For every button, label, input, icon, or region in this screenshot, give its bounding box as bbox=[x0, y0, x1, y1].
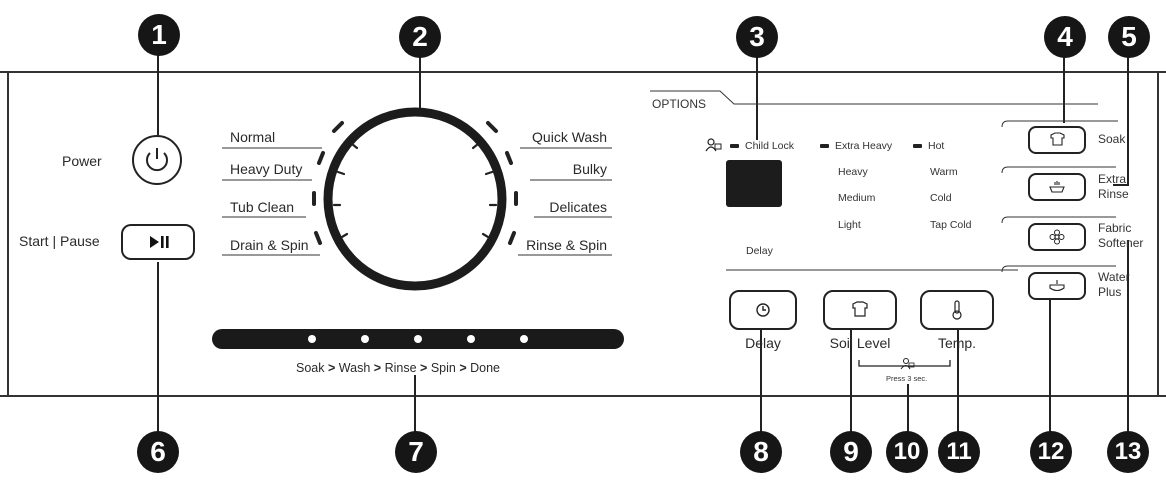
temp-level-cold: Cold bbox=[930, 192, 952, 204]
play-pause-icon bbox=[150, 236, 169, 248]
delay-button-label: Delay bbox=[745, 335, 781, 351]
shirt-icon bbox=[852, 301, 868, 317]
combo-lock-icon bbox=[900, 356, 916, 375]
start-pause-label: Start | Pause bbox=[19, 233, 100, 249]
stage-rinse: Rinse bbox=[384, 361, 417, 375]
soak-label: Soak bbox=[1098, 132, 1125, 147]
temp-level-warm: Warm bbox=[930, 166, 958, 178]
callout-5: 5 bbox=[1108, 16, 1150, 58]
soil-extra-heavy: Extra Heavy bbox=[820, 140, 892, 152]
stage-separator: > bbox=[459, 361, 467, 375]
display-delay-label: Delay bbox=[746, 245, 773, 257]
child-lock-label: Child Lock bbox=[745, 140, 795, 152]
temp-led bbox=[913, 144, 922, 149]
stage-spin: Spin bbox=[430, 361, 456, 375]
callout-12: 12 bbox=[1030, 431, 1072, 473]
temp-button-label: Temp. bbox=[937, 335, 977, 351]
cycle-quick-wash[interactable]: Quick Wash bbox=[532, 129, 607, 145]
callout-2: 2 bbox=[399, 16, 441, 58]
temp-hot: Hot bbox=[913, 140, 944, 152]
callout-3: 3 bbox=[736, 16, 778, 58]
power-label: Power bbox=[62, 153, 102, 169]
extra-rinse-button[interactable] bbox=[1028, 173, 1086, 201]
callout-1: 1 bbox=[138, 14, 180, 56]
callout-4: 4 bbox=[1044, 16, 1086, 58]
water-plus-line2: Plus bbox=[1098, 285, 1122, 299]
options-header-line bbox=[650, 90, 1098, 105]
temp-level-hot: Hot bbox=[928, 140, 945, 152]
stage-separator: > bbox=[373, 361, 382, 375]
callout-10: 10 bbox=[886, 431, 928, 473]
panel-outline bbox=[0, 71, 1166, 397]
cycle-underlines bbox=[222, 147, 612, 256]
stage-soak: Soak bbox=[296, 361, 325, 375]
water-plus-icon bbox=[1049, 280, 1065, 292]
dial-inner-marks bbox=[332, 142, 498, 239]
cycle-drain-spin[interactable]: Drain & Spin bbox=[230, 237, 309, 253]
callout-9: 9 bbox=[830, 431, 872, 473]
fabric-softener-line1: Fabric bbox=[1098, 221, 1132, 235]
soil-level-extra-heavy: Extra Heavy bbox=[835, 140, 893, 152]
right-option-lines bbox=[1001, 120, 1118, 273]
delay-button[interactable] bbox=[729, 290, 797, 330]
cycle-dial bbox=[323, 107, 507, 291]
stage-separator: > bbox=[420, 361, 428, 375]
soil-level-medium: Medium bbox=[838, 192, 876, 204]
stage-wash: Wash bbox=[338, 361, 371, 375]
child-lock-indicator: Child Lock bbox=[730, 140, 794, 152]
water-plus-button[interactable] bbox=[1028, 272, 1086, 300]
callout-leaders bbox=[157, 50, 1129, 432]
options-header: OPTIONS bbox=[652, 97, 707, 111]
soil-level-heavy: Heavy bbox=[838, 166, 868, 178]
soak-icon bbox=[1050, 132, 1065, 146]
soil-button-label: Soil Level bbox=[829, 335, 891, 351]
power-icon bbox=[146, 148, 168, 172]
callout-13: 13 bbox=[1107, 431, 1149, 473]
flower-icon bbox=[1049, 229, 1065, 245]
cycle-tub-clean[interactable]: Tub Clean bbox=[230, 199, 295, 215]
callout-8: 8 bbox=[740, 431, 782, 473]
power-button[interactable] bbox=[132, 135, 182, 185]
callout-6: 6 bbox=[137, 431, 179, 473]
extra-rinse-line1: Extra bbox=[1098, 172, 1127, 186]
cycle-delicates[interactable]: Delicates bbox=[549, 199, 607, 215]
soak-label-text: Soak bbox=[1098, 132, 1126, 146]
start-pause-button[interactable] bbox=[121, 224, 195, 260]
stage-separator: > bbox=[327, 361, 336, 375]
fabric-softener-line2: Softener bbox=[1098, 236, 1144, 250]
water-plus-line1: Water bbox=[1098, 270, 1130, 284]
extra-rinse-icon bbox=[1049, 181, 1065, 193]
dial-tick-marks bbox=[312, 121, 518, 245]
press-hint: Press 3 sec. bbox=[886, 374, 928, 383]
cycle-normal[interactable]: Normal bbox=[230, 129, 276, 145]
delay-display bbox=[726, 160, 782, 207]
temp-level-tap-cold: Tap Cold bbox=[930, 219, 972, 231]
extra-rinse-line2: Rinse bbox=[1098, 187, 1129, 201]
child-lock-led bbox=[730, 144, 739, 149]
progress-leds bbox=[308, 335, 528, 343]
fabric-softener-button[interactable] bbox=[1028, 223, 1086, 251]
soil-led bbox=[820, 144, 829, 149]
cycle-rinse-spin[interactable]: Rinse & Spin bbox=[526, 237, 607, 253]
cycle-bulky[interactable]: Bulky bbox=[572, 161, 607, 177]
temp-button[interactable] bbox=[920, 290, 994, 330]
progress-stage-row: Soak > Wash > Rinse > Spin > Done bbox=[296, 361, 500, 375]
callout-7: 7 bbox=[395, 431, 437, 473]
soak-button[interactable] bbox=[1028, 126, 1086, 154]
callout-11: 11 bbox=[938, 431, 980, 473]
soil-level-button[interactable] bbox=[823, 290, 897, 330]
child-lock-icon bbox=[705, 136, 723, 157]
clock-icon bbox=[756, 303, 770, 317]
soil-level-light: Light bbox=[838, 219, 861, 231]
cycle-heavy-duty[interactable]: Heavy Duty bbox=[230, 161, 303, 177]
stage-done: Done bbox=[470, 361, 501, 375]
thermometer-icon bbox=[952, 300, 962, 320]
